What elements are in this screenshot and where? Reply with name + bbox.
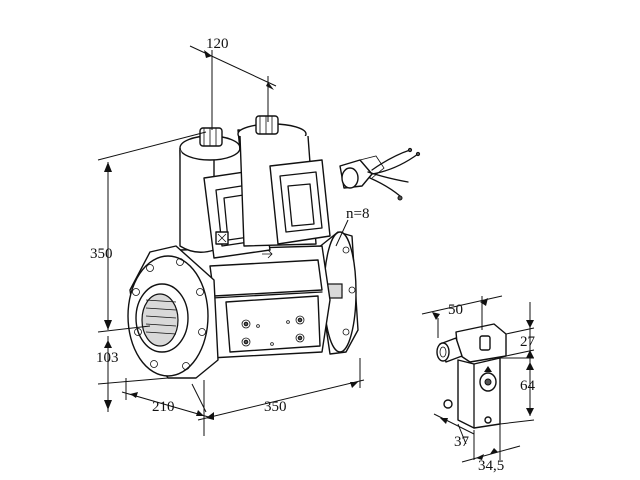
dim-64-label: 64 (520, 378, 536, 394)
dim-34-5-label: 34,5 (478, 458, 504, 474)
valve-body (179, 245, 331, 359)
dimension-lines-detail (421, 295, 535, 463)
position-switch-detail (436, 323, 507, 429)
dim-103-label: 103 (96, 350, 119, 366)
dim-50-label: 50 (448, 302, 463, 318)
dim-350-height-label: 350 (90, 246, 113, 262)
dim-210-label: 210 (152, 399, 175, 415)
inlet-flange (127, 245, 219, 379)
dim-37-label: 37 (454, 434, 470, 450)
dim-120-label: 120 (206, 36, 229, 52)
dimension-labels: 120 350 103 210 350 n=8 50 27 64 37 34,5 (90, 36, 536, 474)
outlet-flange (317, 231, 359, 355)
n8-label: n=8 (346, 206, 369, 222)
dimension-lines-main (97, 45, 365, 436)
cable-plug (339, 147, 421, 201)
dim-27-label: 27 (520, 334, 536, 350)
double-solenoid-valve (127, 115, 421, 379)
solenoid-coil-right (237, 115, 331, 259)
dim-350-length-label: 350 (264, 399, 287, 415)
